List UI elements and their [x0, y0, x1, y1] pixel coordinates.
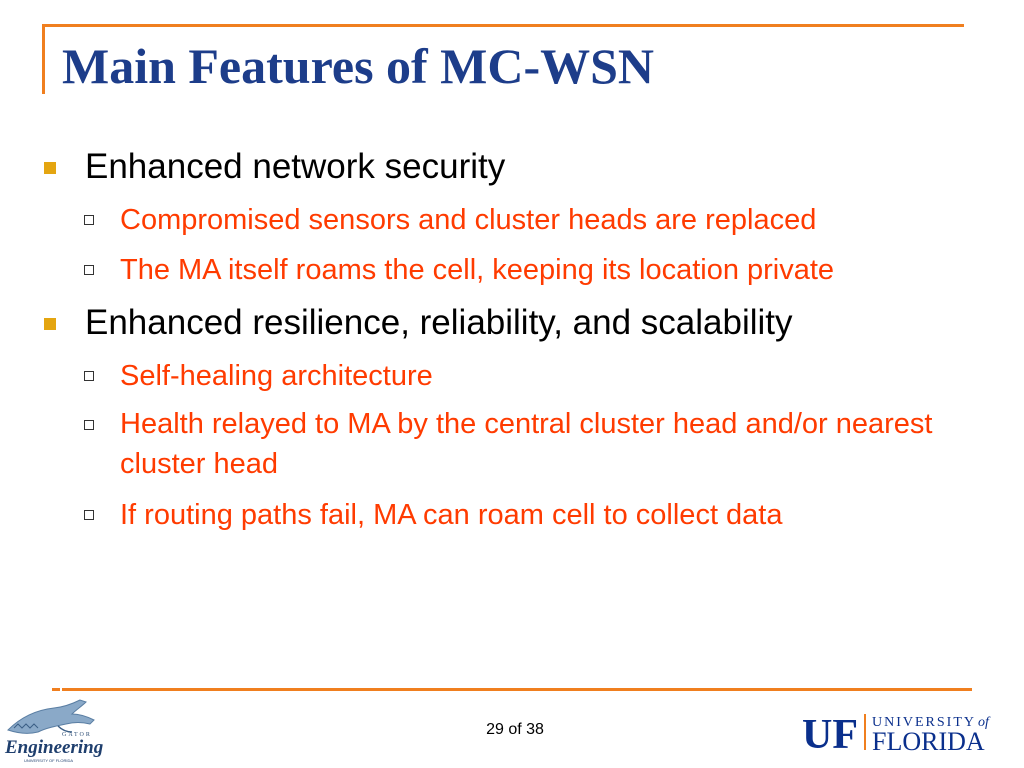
- page-number: 29 of 38: [486, 721, 544, 738]
- hollow-square-bullet-icon: [84, 265, 94, 275]
- footer-line: [62, 688, 972, 691]
- title-frame-left-line: [42, 24, 45, 94]
- footer-line-stub: [52, 688, 60, 691]
- bullet-1-text: Enhanced network security: [85, 147, 506, 186]
- gator-engineering-logo-icon: GATOR Engineering UNIVERSITY OF FLORIDA: [4, 699, 103, 763]
- uf-mark: UF: [802, 712, 858, 756]
- square-bullet-icon: [44, 318, 56, 330]
- sub-bullet-1-1-text: Compromised sensors and cluster heads ar…: [120, 204, 817, 236]
- title-frame-top-line: [42, 24, 964, 27]
- sub-bullet-2-3-text: If routing paths fail, MA can roam cell …: [120, 499, 783, 531]
- hollow-square-bullet-icon: [84, 371, 94, 381]
- logo-arc-text: GATOR: [62, 732, 92, 738]
- sub-bullet-2-2-text: Health relayed to MA by the central clus…: [120, 408, 933, 480]
- uf-line1: UNIVERSITY: [872, 715, 976, 730]
- hollow-square-bullet-icon: [84, 215, 94, 225]
- sub-bullet-1-2-text: The MA itself roams the cell, keeping it…: [120, 254, 835, 286]
- uf-logo-icon: UF UNIVERSITY of FLORIDA: [802, 712, 991, 756]
- uf-of: of: [978, 715, 991, 730]
- logo-tagline: UNIVERSITY OF FLORIDA: [24, 758, 73, 763]
- bullet-2-text: Enhanced resilience, reliability, and sc…: [85, 303, 793, 342]
- hollow-square-bullet-icon: [84, 420, 94, 430]
- square-bullet-icon: [44, 162, 56, 174]
- sub-bullet-2-1-text: Self-healing architecture: [120, 360, 433, 392]
- slide-title: Main Features of MC-WSN: [62, 38, 655, 94]
- hollow-square-bullet-icon: [84, 510, 94, 520]
- logo-wordmark: Engineering: [4, 737, 103, 758]
- uf-line2: FLORIDA: [872, 727, 985, 756]
